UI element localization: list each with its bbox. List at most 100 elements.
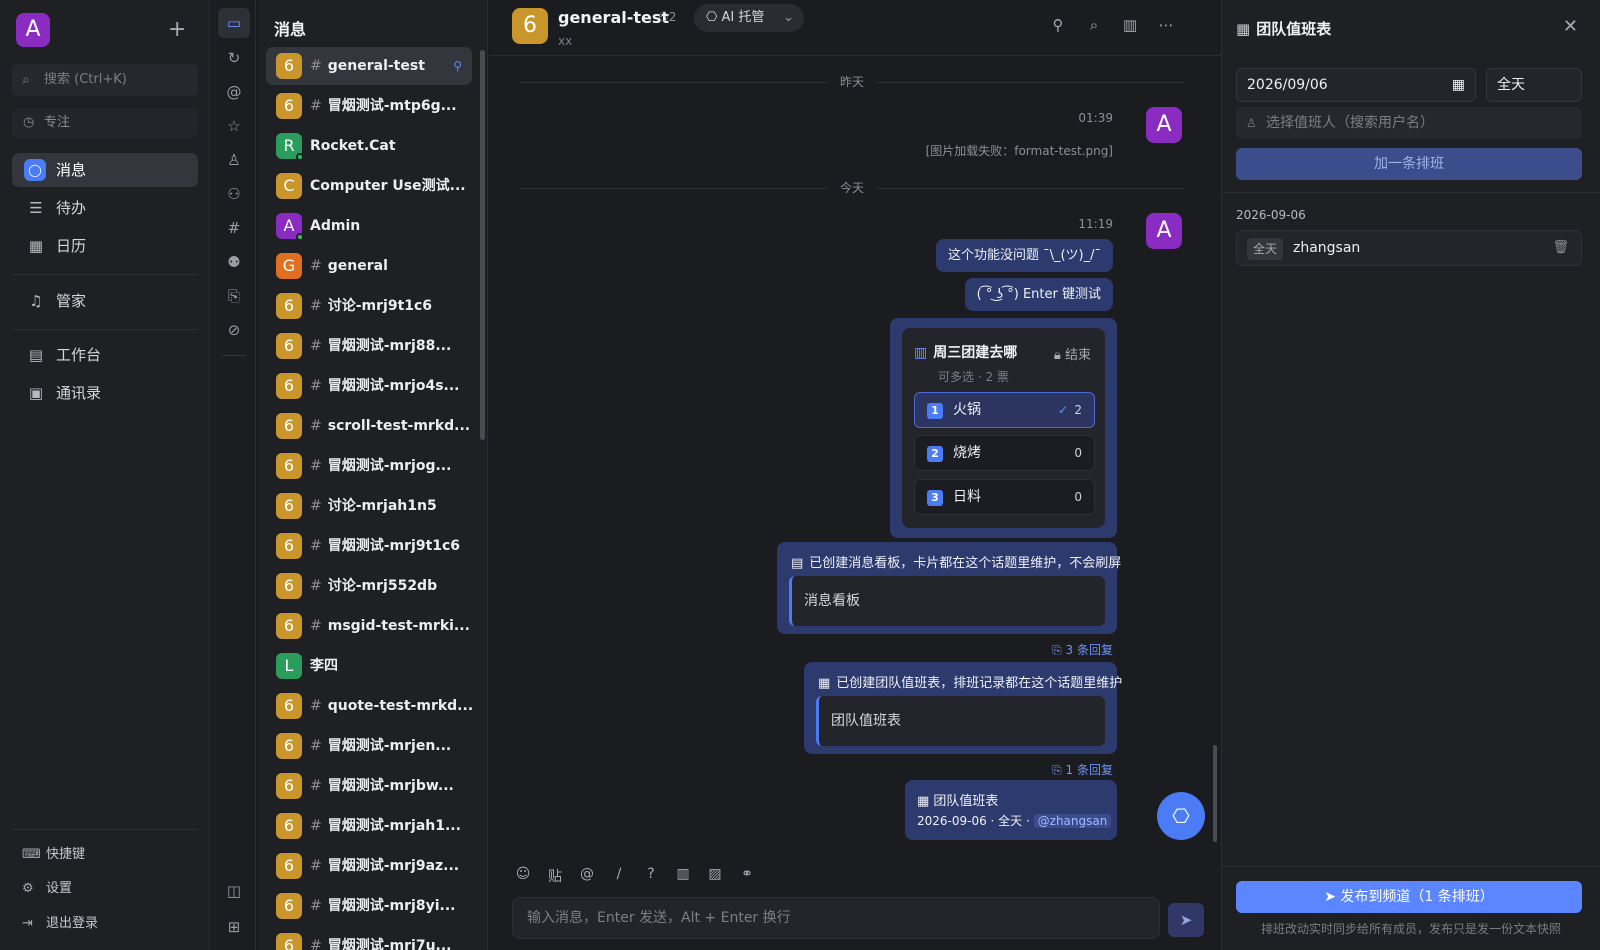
pin-icon[interactable]: ⚲ xyxy=(1052,16,1064,34)
thread-icon[interactable]: ⎘ xyxy=(227,287,240,305)
nav-item-todo[interactable]: ☰ 待办 xyxy=(12,191,198,225)
schedule-entry[interactable]: 全天 zhangsan 🗑︎ xyxy=(1236,230,1582,266)
mention-icon[interactable]: @ xyxy=(580,866,594,882)
assignee-search-input[interactable]: ♙ 选择值班人（搜索用户名） xyxy=(1236,107,1582,139)
channel-item[interactable]: 6#冒烟测试-mrjog... xyxy=(266,447,472,485)
help-icon[interactable]: ? xyxy=(647,866,655,882)
channel-item[interactable]: 6#冒烟测试-mrj88... xyxy=(266,327,472,365)
channel-item[interactable]: 6#general-test⚲ xyxy=(266,47,472,85)
schedule-message[interactable]: ▦ 团队值班表 2026-09-06 · 全天 · @zhangsan xyxy=(905,780,1117,840)
emoji-icon[interactable]: ☺ xyxy=(515,866,531,882)
mention-icon[interactable]: @ xyxy=(226,83,242,101)
send-icon: ➤ xyxy=(1179,911,1193,929)
calendar-icon: ▦ xyxy=(28,237,44,255)
person-icon[interactable]: ♙ xyxy=(227,151,241,169)
slash-command-icon[interactable]: / xyxy=(616,866,622,882)
trash-icon[interactable]: 🗑︎ xyxy=(1552,240,1569,255)
settings-link[interactable]: ⚙ 设置 xyxy=(22,878,72,900)
all-messages-icon[interactable]: ▭ xyxy=(218,8,250,38)
poll-icon[interactable]: ▥ xyxy=(676,866,690,882)
channel-item[interactable]: 6#冒烟测试-mrj9az... xyxy=(266,847,472,885)
workspace-avatar[interactable]: A xyxy=(16,13,50,47)
more-icon[interactable]: ⋯ xyxy=(1158,16,1174,34)
message-bubble[interactable]: 这个功能没问题 ¯\_(ツ)_/¯ xyxy=(935,239,1113,272)
logout-link[interactable]: ⇥ 退出登录 xyxy=(22,913,98,935)
channel-avatar: L xyxy=(276,653,302,679)
board-card[interactable]: ▤已创建消息看板，卡片都在这个话题里维护，不会刷屏 消息看板 xyxy=(777,542,1121,634)
refresh-icon[interactable]: ↻ xyxy=(227,49,241,67)
channel-avatar: 6 xyxy=(276,453,302,479)
nav-item-butler[interactable]: ♫ 管家 xyxy=(12,284,198,318)
member-count[interactable]: ⚇2 xyxy=(658,10,676,24)
publish-button[interactable]: ➤ 发布到频道（1 条排班） xyxy=(1236,881,1582,913)
channel-item[interactable]: 6#冒烟测试-mrjah1... xyxy=(266,807,472,845)
shortcuts-link[interactable]: ⌨ 快捷键 xyxy=(22,844,85,866)
time-range-select[interactable]: 全天 xyxy=(1486,68,1582,102)
user-avatar[interactable]: A xyxy=(1146,107,1182,143)
close-icon[interactable]: ✕ xyxy=(1562,16,1578,37)
calendar-picker-icon[interactable]: ▦ xyxy=(1451,77,1465,93)
add-shift-button[interactable]: 加一条排班 xyxy=(1236,148,1582,180)
poll-option[interactable]: 1 火锅 ✓ 2 xyxy=(914,392,1095,428)
hidden-icon[interactable]: ⊘ xyxy=(227,321,241,339)
channel-item[interactable]: 6#scroll-test-mrkd... xyxy=(266,407,472,445)
panel-icon[interactable]: ▥ xyxy=(1122,16,1138,34)
star-icon[interactable]: ☆ xyxy=(227,117,241,135)
channel-item[interactable]: G#general xyxy=(266,247,472,285)
user-avatar[interactable]: A xyxy=(1146,213,1182,249)
card-body[interactable]: 团队值班表 xyxy=(816,696,1105,746)
assistant-bot-button[interactable]: ⎔ xyxy=(1157,792,1205,840)
channel-item[interactable]: 6#讨论-mrj552db xyxy=(266,567,472,605)
nav-item-workbench[interactable]: ▤ 工作台 xyxy=(12,338,198,372)
group-icon[interactable]: ⚇ xyxy=(227,185,241,203)
channel-item[interactable]: 6#冒烟测试-mrj8yi... xyxy=(266,887,472,925)
attachment-icon[interactable]: ⚭ xyxy=(741,866,753,882)
channel-item[interactable]: 6#quote-test-mrkd... xyxy=(266,687,473,725)
message-bubble[interactable]: ( ͡° ͜ʖ ͡°) Enter 键测试 xyxy=(964,278,1113,311)
date-picker[interactable]: 2026/09/06 ▦ xyxy=(1236,68,1476,102)
poll-option[interactable]: 2 烧烤 0 xyxy=(914,435,1095,471)
team-icon[interactable]: ⚉ xyxy=(227,253,241,271)
nav-item-contacts[interactable]: ▣ 通讯录 xyxy=(12,376,198,410)
list-scrollbar[interactable] xyxy=(480,50,485,440)
poll-option[interactable]: 3 日料 0 xyxy=(914,479,1095,515)
image-icon[interactable]: ▨ xyxy=(708,866,722,882)
channel-name-text: Computer Use测试... xyxy=(310,178,466,194)
channel-item[interactable]: 6#冒烟测试-mrjen... xyxy=(266,727,472,765)
collapse-icon[interactable]: ◫ xyxy=(226,882,242,900)
search-input[interactable]: ⌕ 搜索 (Ctrl+K) xyxy=(12,64,198,96)
channel-item[interactable]: 6#讨论-mrj9t1c6 xyxy=(266,287,472,325)
paste-button[interactable]: 贴 xyxy=(548,869,562,885)
channel-item[interactable]: 6#冒烟测试-mtp6g... xyxy=(266,87,472,125)
channel-item[interactable]: 6#冒烟测试-mrj7u... xyxy=(266,927,472,950)
ai-hosting-dropdown[interactable]: ⎔ AI 托管 ⌄ xyxy=(694,4,804,32)
robot-icon: ⎔ xyxy=(706,10,722,25)
thread-replies-link[interactable]: ⎘ 1 条回复 xyxy=(1052,761,1113,778)
thread-replies-link[interactable]: ⎘ 3 条回复 xyxy=(1052,641,1113,658)
option-number: 2 xyxy=(927,446,943,462)
folder-icon[interactable]: ⊞ xyxy=(227,918,241,936)
duty-card[interactable]: ▦已创建团队值班表，排班记录都在这个话题里维护 团队值班表 xyxy=(804,662,1122,754)
nav-item-messages[interactable]: ◯ 消息 xyxy=(12,153,198,187)
channel-item[interactable]: 6#msgid-test-mrki... xyxy=(266,607,472,645)
card-body[interactable]: 消息看板 xyxy=(789,576,1105,626)
channel-item[interactable]: 6#冒烟测试-mrjbw... xyxy=(266,767,472,805)
nav-item-calendar[interactable]: ▦ 日历 xyxy=(12,229,198,263)
add-icon[interactable]: + xyxy=(168,17,187,42)
user-mention[interactable]: @zhangsan xyxy=(1033,814,1112,828)
search-icon[interactable]: ⌕ xyxy=(1089,16,1099,34)
focus-button[interactable]: ◷ 专注 xyxy=(12,108,198,138)
send-button[interactable]: ➤ xyxy=(1168,903,1204,937)
pin-icon: ⚲ xyxy=(453,59,462,73)
channel-item[interactable]: 6#冒烟测试-mrjo4s... xyxy=(266,367,472,405)
message-input[interactable]: 输入消息，Enter 发送，Alt + Enter 换行 xyxy=(512,897,1160,939)
chat-scrollbar[interactable] xyxy=(1213,745,1217,842)
channel-name[interactable]: general-test xyxy=(558,8,670,27)
channel-hash-icon[interactable]: # xyxy=(227,219,241,237)
channel-item[interactable]: 6#冒烟测试-mrj9t1c6 xyxy=(266,527,472,565)
channel-item[interactable]: 6#讨论-mrjah1n5 xyxy=(266,487,472,525)
